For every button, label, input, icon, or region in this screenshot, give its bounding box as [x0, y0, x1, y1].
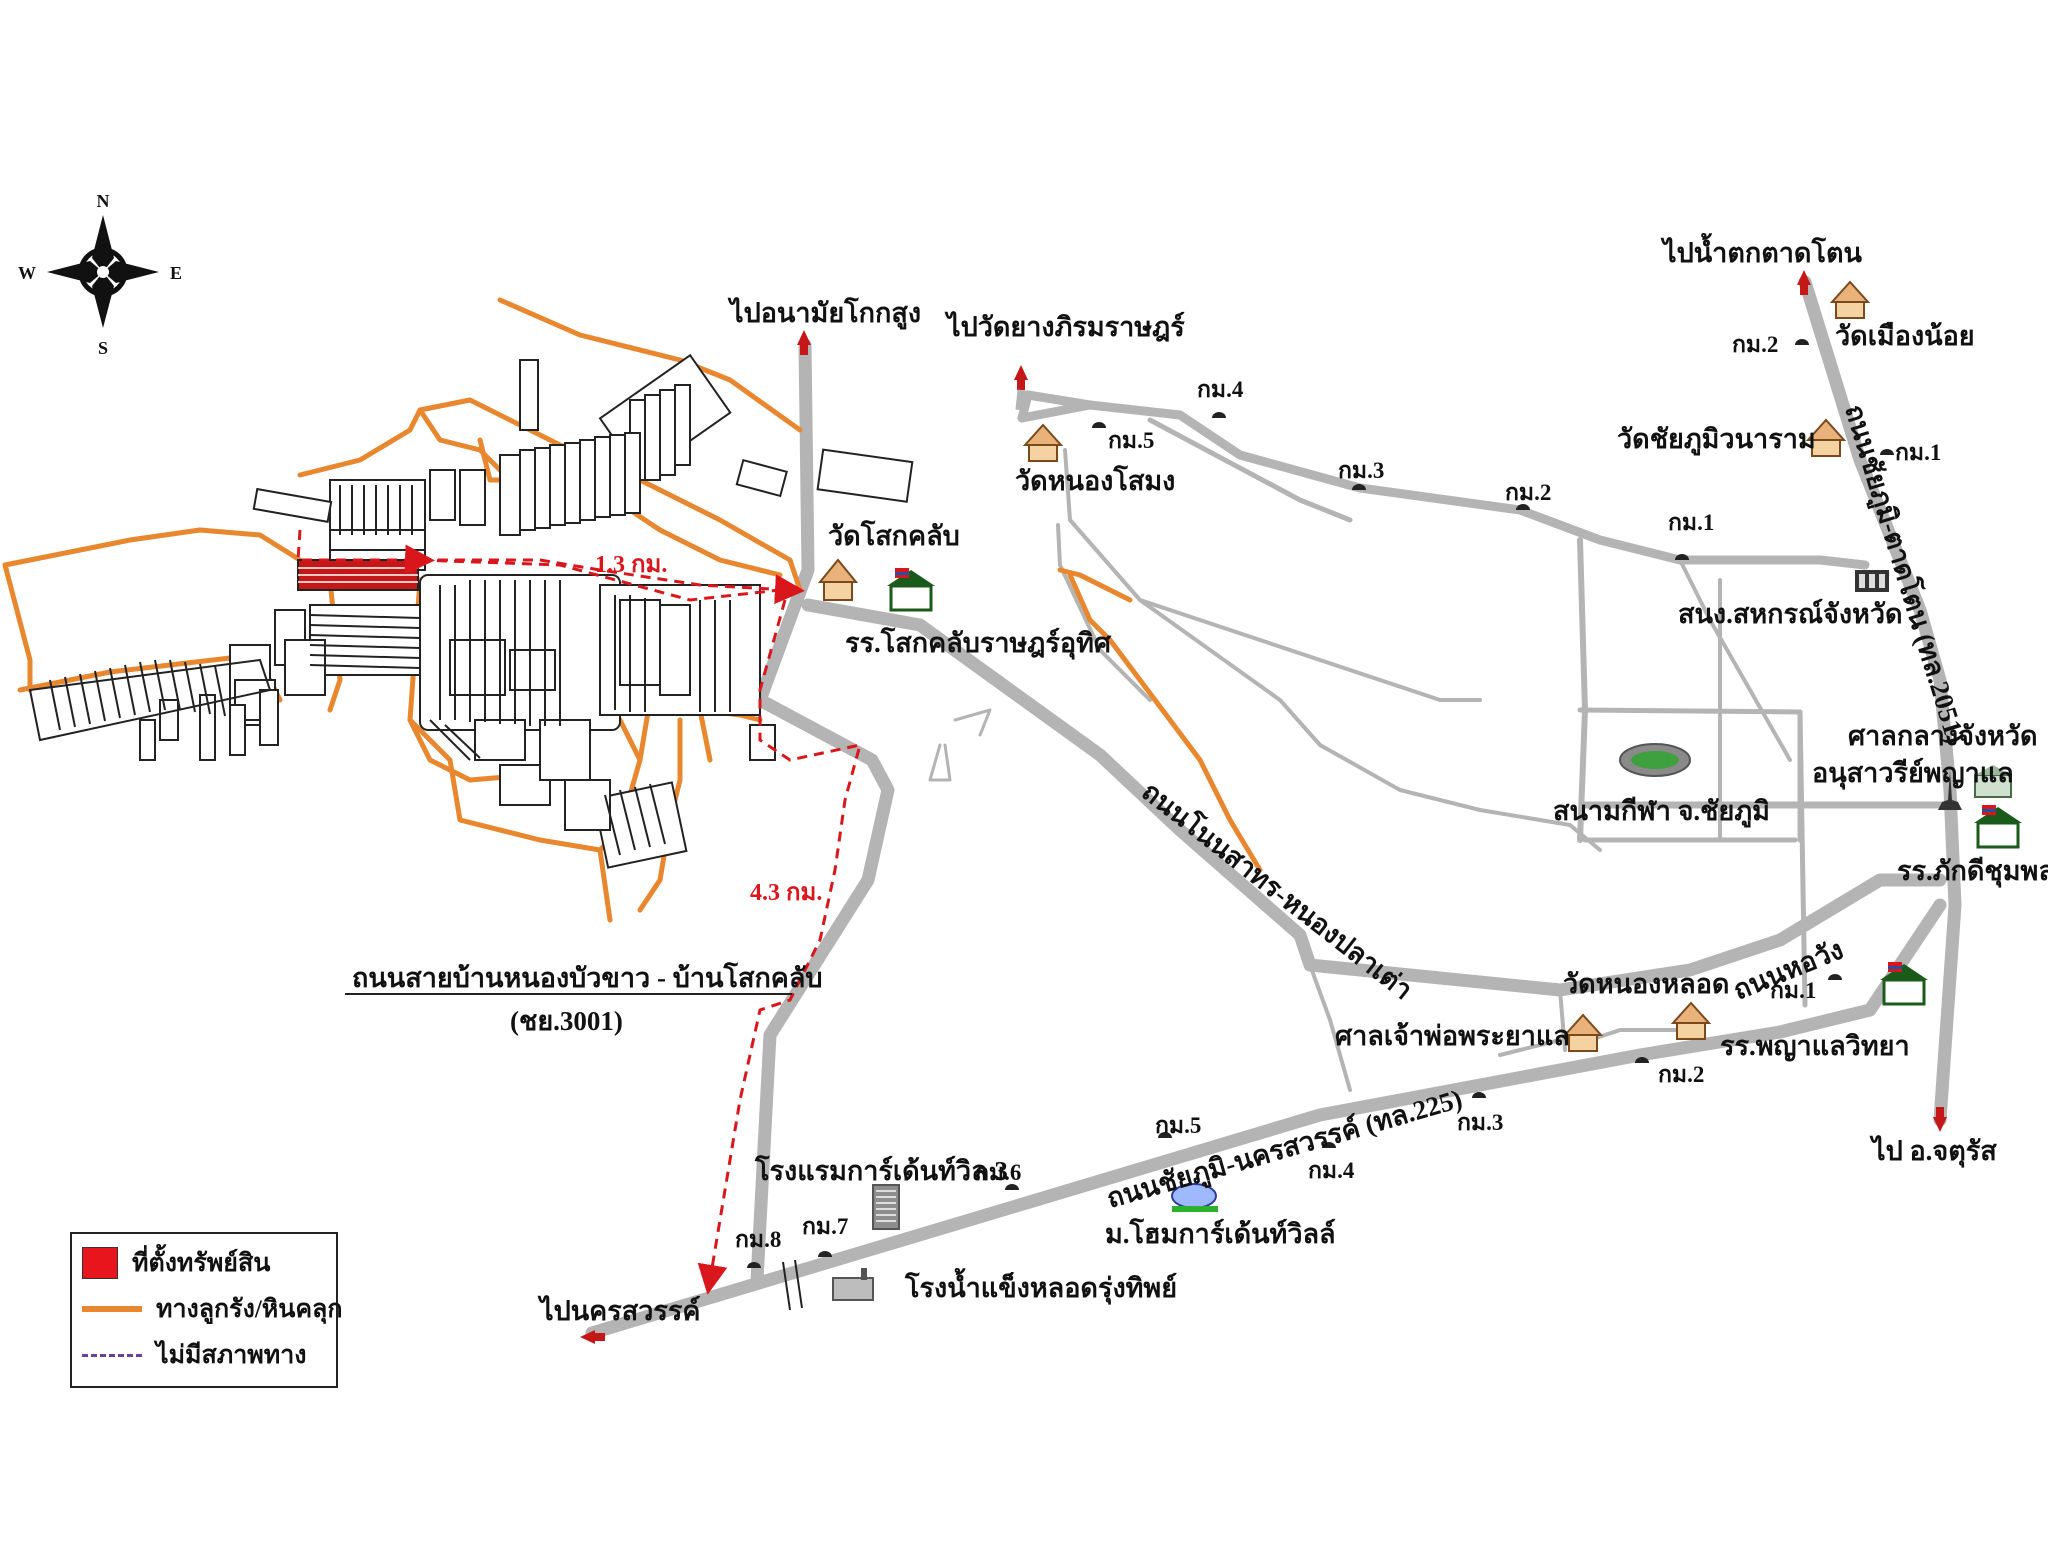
label-ice-factory: โรงน้ำแข็งหลอดรุ่งทิพย์: [904, 1267, 1177, 1305]
label-shrine: ศาลเจ้าพ่อพระยาแล: [1335, 1021, 1570, 1051]
legend-label-no-road: ไม่มีสภาพทาง: [156, 1342, 307, 1369]
bridge-icon: [782, 1259, 803, 1311]
km-marker: กม.5: [1108, 428, 1154, 453]
label-school-sok-klab: รร.โสกคลับราษฎร์อุทิศ: [845, 626, 1112, 660]
label-stadium: สนามกีฬา จ.ชัยภูมิ: [1553, 796, 1770, 828]
label-school-phaya-lae: รร.พญาแลวิทยา: [1720, 1031, 1910, 1062]
km-marker: กม.2: [1505, 480, 1551, 505]
compass-w: W: [18, 263, 36, 283]
label-to-health-center: ไปอนามัยโกกสูง: [727, 296, 921, 330]
temple-icon: [1670, 1001, 1712, 1040]
legend-label-rural-road: ทางลูกรัง/หินคลุก: [156, 1296, 343, 1323]
rural-road-swatch-icon: [82, 1306, 142, 1312]
label-to-wat-yang: ไปวัดยางภิรมราษฎร์: [944, 311, 1185, 342]
office-icon: [1855, 570, 1889, 592]
housing-village-icon: [1171, 1183, 1218, 1212]
compass-rose-icon: [47, 215, 159, 328]
km-marker: กม.4: [1197, 377, 1244, 402]
label-wat-muang-noi: วัดเมืองน้อย: [1835, 321, 1975, 351]
km-marker: กม.5: [1155, 1113, 1201, 1138]
km-marker: กม.1: [1770, 978, 1816, 1003]
property-swatch-icon: [82, 1247, 118, 1279]
no-road-swatch-icon: [82, 1353, 142, 1357]
temple-icon: [817, 558, 859, 601]
km-marker-icons: [747, 339, 1894, 1268]
factory-icon: [832, 1268, 874, 1301]
label-wat-nong-sa-mong: วัดหนองโสมง: [1015, 464, 1175, 496]
km-marker: กม.6: [975, 1160, 1021, 1185]
map-legend: ที่ตั้งทรัพย์สิน ทางลูกรัง/หินคลุก ไม่มี…: [70, 1232, 343, 1388]
school-icon: [1974, 805, 2022, 849]
temple-icon: [1022, 423, 1064, 462]
label-road-village-code: (ชย.3001): [510, 1006, 623, 1036]
legend-row-rural-road: ทางลูกรัง/หินคลุก: [82, 1292, 343, 1326]
km-marker: กม.7: [802, 1214, 848, 1239]
label-to-waterfall: ไปน้ำตกตาดโตน: [1660, 232, 1862, 268]
label-coop-office: สนง.สหกรณ์จังหวัด: [1678, 598, 1903, 629]
legend-label-property: ที่ตั้งทรัพย์สิน: [132, 1250, 271, 1277]
court-building-icon: [1974, 765, 2012, 798]
label-road-highway: ถนนชัยภูมิ-นครสวรรค์ (ทล.225): [1103, 1083, 1466, 1216]
compass-s: S: [98, 338, 108, 358]
monument-icon: [1938, 770, 1962, 810]
label-to-nakhon-sawan: ไปนครสวรรค์: [537, 1295, 700, 1326]
label-road-village: ถนนสายบ้านหนองบัวขาว - บ้านโสกคลับ: [352, 961, 823, 993]
label-road-nong-pla-tao: ถนนโนนสาทร-หนองปลาเต่า: [1136, 775, 1419, 1006]
compass-e: E: [170, 263, 182, 283]
label-wat-chaiyaphum: วัดชัยภูมิวนาราม: [1617, 424, 1816, 456]
label-provincial-court: ศาลกลางจังหวัด: [1848, 721, 2038, 751]
legend-row-no-road: ไม่มีสภาพทาง: [82, 1338, 307, 1372]
dashed-routes: [296, 529, 863, 1295]
km-marker: กม.4: [1308, 1158, 1355, 1183]
stadium-icon: [1619, 743, 1691, 777]
temple-icon: [1562, 1013, 1604, 1052]
km-marker: กม.1: [1895, 440, 1941, 465]
legend-row-property: ที่ตั้งทรัพย์สิน: [82, 1246, 270, 1280]
label-village-home: ม.โฮมการ์เด้นท์วิลล์: [1105, 1217, 1336, 1249]
school-icon: [1880, 962, 1928, 1006]
km-marker: กม.2: [1658, 1062, 1704, 1087]
km-marker: กม.1: [1668, 510, 1714, 535]
label-hotel: โรงแรมการ์เด้นท์วิล 3: [754, 1154, 1008, 1186]
parcel-hatching: [28, 485, 731, 856]
km-marker: กม.3: [1457, 1110, 1503, 1135]
km-marker: กม.8: [735, 1227, 781, 1252]
label-wat-sok-klab: วัดโสกคลับ: [828, 519, 960, 551]
compass-n: N: [97, 191, 110, 211]
temple-icon: [1829, 280, 1871, 319]
km-marker: กม.2: [1732, 332, 1778, 357]
label-distance-4-3: 4.3 กม.: [750, 880, 822, 906]
label-distance-1-3: 1.3 กม.: [595, 552, 667, 578]
label-school-phakdi: รร.ภักดีชุมพล: [1897, 856, 2048, 888]
direction-arrows: [580, 270, 1947, 1344]
label-monument: อนุสาวรีย์พญาแล: [1812, 757, 2014, 790]
km-marker: กม.3: [1338, 458, 1384, 483]
label-wat-nong-lot: วัดหนองหลอด: [1563, 969, 1729, 999]
label-to-chatturat: ไป อ.จตุรัส: [1869, 1135, 1997, 1168]
temple-icon: [1805, 418, 1847, 457]
school-icon: [887, 568, 935, 612]
hotel-icon: [872, 1184, 900, 1230]
